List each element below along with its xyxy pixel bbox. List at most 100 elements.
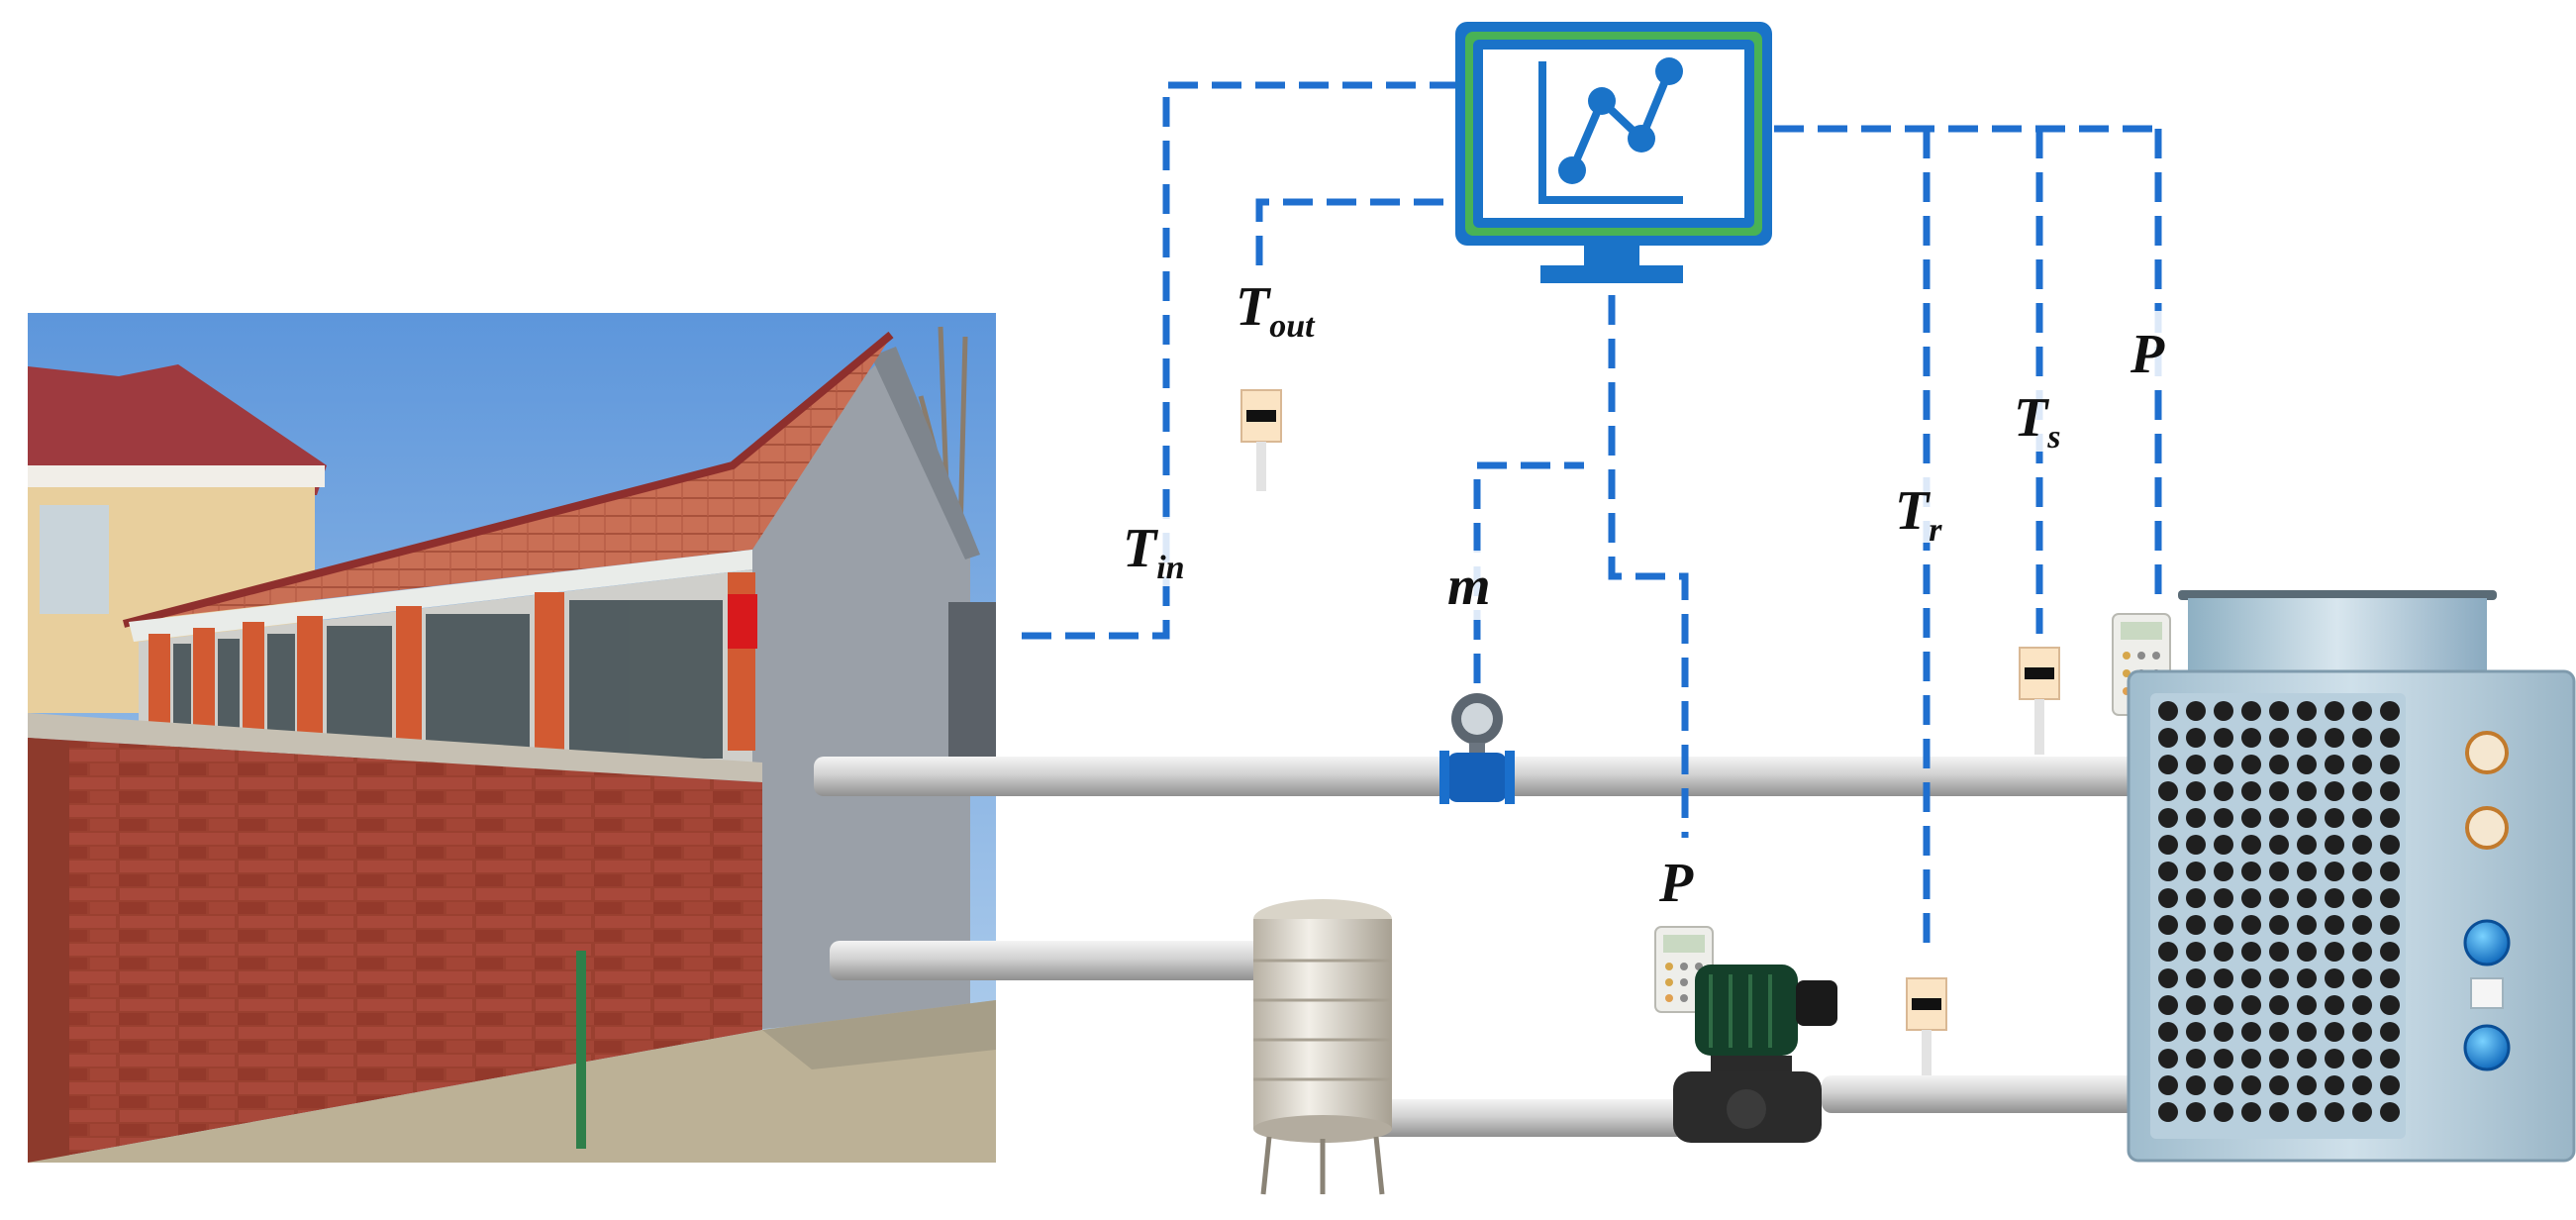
grille-hole (2214, 755, 2233, 774)
grille-hole (2158, 915, 2178, 935)
grille-hole (2214, 968, 2233, 988)
grille-hole (2325, 915, 2344, 935)
grille-hole (2214, 888, 2233, 908)
grille-hole (2241, 1075, 2261, 1095)
grille-hole (2214, 1049, 2233, 1068)
grille-hole (2214, 915, 2233, 935)
svg-text:Tin: Tin (1123, 518, 1185, 586)
grille-hole (2297, 1075, 2317, 1095)
grille-hole (2297, 1049, 2317, 1068)
grille-hole (2186, 888, 2206, 908)
grille-hole (2186, 1022, 2206, 1042)
grille-hole (2214, 1102, 2233, 1122)
grille-hole (2269, 942, 2289, 962)
grille-hole (2380, 808, 2400, 828)
monitor-chart-icon (1455, 22, 1772, 283)
grille-hole (2269, 968, 2289, 988)
grille-hole (2158, 728, 2178, 748)
grille-hole (2269, 808, 2289, 828)
grille-hole (2241, 835, 2261, 855)
grille-hole (2241, 942, 2261, 962)
grille-hole (2352, 1049, 2372, 1068)
signal-line-t-out (1255, 198, 1455, 265)
grille-hole (2297, 862, 2317, 881)
grille-hole (2297, 781, 2317, 801)
grille-hole (2297, 968, 2317, 988)
grille-hole (2297, 915, 2317, 935)
grille-hole (2158, 888, 2178, 908)
grille-hole (2158, 1102, 2178, 1122)
air-source-heat-pump-icon (2127, 590, 2576, 1163)
grille-hole (2269, 915, 2289, 935)
grille-hole (2214, 728, 2233, 748)
grille-hole (2186, 1049, 2206, 1068)
label-p-unit: P (2119, 311, 2218, 385)
grille-hole (2352, 968, 2372, 988)
grille-hole (2269, 755, 2289, 774)
grille-hole (2297, 835, 2317, 855)
grille-hole (2186, 968, 2206, 988)
grille-hole (2352, 808, 2372, 828)
grille-hole (2158, 701, 2178, 721)
grille-hole (2352, 781, 2372, 801)
grille-hole (2269, 888, 2289, 908)
grille-hole (2325, 781, 2344, 801)
svg-text:Ts: Ts (2014, 387, 2060, 456)
grille-hole (2214, 781, 2233, 801)
grille-hole (2214, 701, 2233, 721)
grille-hole (2297, 1022, 2317, 1042)
grille-hole (2186, 835, 2206, 855)
svg-text:m: m (1447, 556, 1491, 617)
grille-hole (2380, 862, 2400, 881)
tank-to-pump-pipe (1366, 1099, 1762, 1137)
grille-hole (2186, 1075, 2206, 1095)
grille-hole (2352, 888, 2372, 908)
grille-hole (2214, 862, 2233, 881)
grille-hole (2241, 995, 2261, 1015)
grille-hole (2297, 888, 2317, 908)
grille-hole (2380, 995, 2400, 1015)
grille-hole (2186, 808, 2206, 828)
grille-hole (2241, 968, 2261, 988)
grille-hole (2297, 942, 2317, 962)
grille-hole (2297, 995, 2317, 1015)
temperature-sensor-icon (1240, 389, 1282, 491)
grille-hole (2269, 1102, 2289, 1122)
grille-hole (2352, 995, 2372, 1015)
grille-hole (2325, 755, 2344, 774)
return-pipe (1822, 1075, 2140, 1113)
grille-hole (2380, 1022, 2400, 1042)
grille-hole (2325, 1022, 2344, 1042)
grille-hole (2269, 701, 2289, 721)
grille-hole (2380, 1075, 2400, 1095)
grille-hole (2158, 995, 2178, 1015)
grille-hole (2325, 968, 2344, 988)
grille-hole (2352, 1075, 2372, 1095)
grille-hole (2241, 1102, 2261, 1122)
temperature-sensor-icon (1906, 977, 1947, 1075)
grille-hole (2214, 1022, 2233, 1042)
grille-hole (2380, 781, 2400, 801)
grille-hole (2325, 701, 2344, 721)
grille-hole (2352, 942, 2372, 962)
grille-hole (2352, 755, 2372, 774)
grille-hole (2158, 781, 2178, 801)
signal-line-t-in (1022, 81, 1455, 640)
grille-hole (2352, 835, 2372, 855)
grille-hole (2158, 968, 2178, 988)
grille-hole (2186, 728, 2206, 748)
grille-hole (2214, 808, 2233, 828)
grille-hole (2269, 1049, 2289, 1068)
signal-line-p-pump (1608, 295, 1689, 838)
svg-text:Tout: Tout (1236, 276, 1316, 345)
grille-hole (2158, 942, 2178, 962)
grille-hole (2158, 1049, 2178, 1068)
grille-hole (2214, 942, 2233, 962)
house-photo (28, 313, 996, 1163)
label-t-r: Tr (1857, 473, 1974, 549)
grille-hole (2214, 995, 2233, 1015)
svg-text:P: P (1658, 853, 1694, 914)
grille-hole (2214, 1075, 2233, 1095)
